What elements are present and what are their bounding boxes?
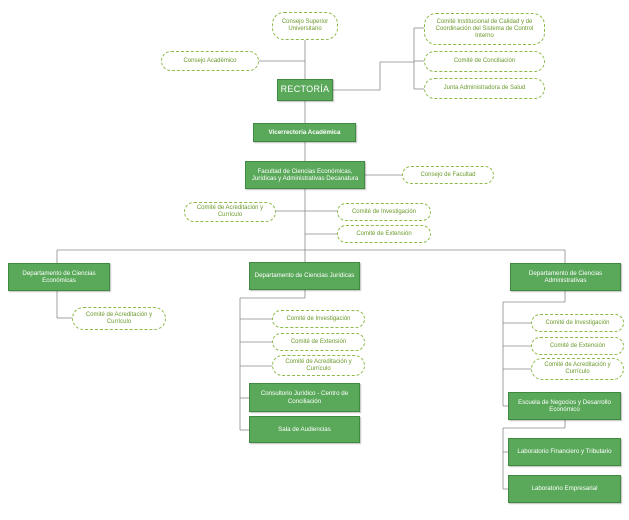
jur-comite-extension-label: Comité de Extensión [290, 338, 347, 345]
facultad-label: Facultad de Ciencias Económicas, Jurídic… [251, 167, 359, 182]
dep-economicas-label: Departamento de Ciencias Económicas [22, 269, 96, 284]
adm-comite-investigacion-node: Comité de Investigación [531, 314, 624, 332]
rectoria-node: RECTORÍA [277, 79, 333, 101]
fac-comite-investigacion-label: Comité de Investigación [351, 208, 417, 215]
junta-salud-node: Junta Administradora de Salud [424, 78, 545, 99]
fac-comite-acreditacion-label: Comité de Acreditación y Currículo [196, 205, 264, 218]
consejo-academico-node: Consejo Académico [161, 51, 259, 71]
dep-juridicas-node: Departamento de Ciencias Jurídicas [249, 262, 360, 290]
adm-comite-extension-label: Comité de Extensión [549, 342, 606, 349]
sala-audiencias-label: Sala de Audiencias [278, 425, 331, 433]
lab-financiero-label: Laboratorio Financiero y Tributario [517, 448, 612, 456]
lab-empresarial-label: Laboratorio Empresarial [531, 485, 598, 493]
consejo-facultad-label: Consejo de Facultad [420, 171, 476, 178]
consejo-superior-node: Consejo Superior Universitario [272, 12, 338, 40]
comite-calidad-node: Comité Institucional de Calidad y de Coo… [424, 13, 545, 45]
consultorio-label: Consultorio Jurídico - Centro de Concili… [260, 390, 349, 405]
escuela-negocios-node: Escuela de Negocios y Desarrollo Económi… [508, 392, 621, 420]
vicerrectoria-node: Vicerrectoría Académica [253, 123, 356, 142]
facultad-node: Facultad de Ciencias Económicas, Jurídic… [245, 161, 365, 189]
consultorio-node: Consultorio Jurídico - Centro de Concili… [249, 383, 360, 412]
jur-comite-acreditacion-node: Comité de Acreditación y Currículo [272, 355, 365, 376]
vicerrectoria-label: Vicerrectoría Académica [268, 128, 341, 136]
fac-comite-extension-node: Comité de Extensión [337, 225, 431, 243]
dep-administrativas-node: Departamento de Ciencias Administrativas [510, 263, 621, 291]
escuela-negocios-label: Escuela de Negocios y Desarrollo Económi… [518, 398, 611, 413]
dep-economicas-node: Departamento de Ciencias Económicas [8, 263, 110, 291]
adm-comite-investigacion-label: Comité de Investigación [545, 319, 610, 326]
jur-comite-acreditacion-label: Comité de Acreditación y Currículo [285, 358, 352, 372]
consejo-superior-label: Consejo Superior Universitario [281, 19, 329, 32]
rectoria-label: RECTORÍA [280, 84, 330, 95]
eco-comite-acreditacion-node: Comité de Acreditación y Currículo [72, 307, 166, 330]
jur-comite-investigacion-label: Comité de Investigación [286, 315, 351, 322]
consejo-academico-label: Consejo Académico [183, 57, 237, 64]
adm-comite-acreditacion-label: Comité de Acreditación y Currículo [544, 362, 611, 375]
dep-juridicas-label: Departamento de Ciencias Jurídicas [254, 272, 355, 280]
lab-empresarial-node: Laboratorio Empresarial [508, 475, 621, 503]
comite-calidad-label: Comité Institucional de Calidad y de Coo… [435, 18, 534, 39]
comite-conciliacion-label: Comité de Conciliación [453, 58, 516, 64]
adm-comite-acreditacion-node: Comité de Acreditación y Currículo [531, 358, 624, 380]
jur-comite-investigacion-node: Comité de Investigación [272, 310, 365, 328]
junta-salud-label: Junta Administradora de Salud [443, 85, 526, 91]
fac-comite-extension-label: Comité de Extensión [356, 230, 412, 237]
jur-comite-extension-node: Comité de Extensión [272, 333, 365, 351]
comite-conciliacion-node: Comité de Conciliación [424, 51, 545, 72]
sala-audiencias-node: Sala de Audiencias [249, 416, 360, 443]
fac-comite-acreditacion-node: Comité de Acreditación y Currículo [184, 202, 276, 222]
eco-comite-acreditacion-label: Comité de Acreditación y Currículo [85, 311, 153, 325]
lab-financiero-node: Laboratorio Financiero y Tributario [508, 438, 621, 466]
dep-administrativas-label: Departamento de Ciencias Administrativas [528, 269, 603, 284]
fac-comite-investigacion-node: Comité de Investigación [337, 203, 431, 221]
consejo-facultad-node: Consejo de Facultad [402, 166, 494, 184]
adm-comite-extension-node: Comité de Extensión [531, 337, 624, 355]
